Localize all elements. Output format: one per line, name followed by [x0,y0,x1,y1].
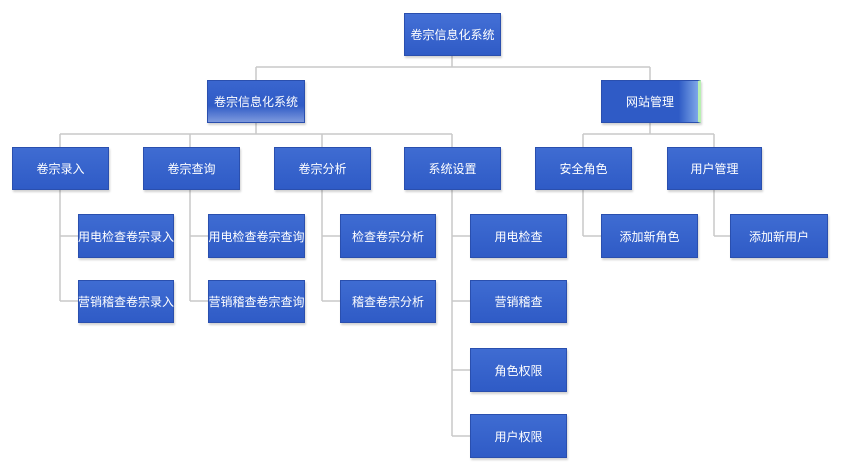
node-label: 卷宗查询 [167,162,216,176]
leaf-node[interactable]: 角色权限 [470,348,567,392]
node-label: 用户权限 [494,429,543,444]
node-label: 卷宗分析 [298,162,347,176]
leaf-node[interactable]: 检查卷宗分析 [340,214,436,258]
branch-node-system[interactable]: 卷宗信息化系统 [207,80,305,123]
node-label: 检查卷宗分析 [351,229,424,244]
node-label: 营销稽查 [494,295,543,309]
node-label: 添加新用户 [748,229,809,244]
node-label: 网站管理 [625,95,674,109]
leaf-node[interactable]: 稽查卷宗分析 [340,280,436,323]
node-label: 用户管理 [690,162,739,176]
node-label: 卷宗录入 [36,162,85,176]
node-security-roles[interactable]: 安全角色 [535,147,632,190]
leaf-node[interactable]: 用电检查卷宗查询 [208,214,305,258]
node-label: 卷宗信息化系统 [410,28,495,42]
node-system-settings[interactable]: 系统设置 [404,147,501,190]
node-user-management[interactable]: 用户管理 [667,147,762,190]
leaf-node[interactable]: 营销稽查卷宗录入 [78,280,174,323]
node-label: 用电检查 [494,229,543,244]
node-label: 稽查卷宗分析 [351,295,424,309]
node-label: 添加新角色 [619,229,680,244]
leaf-node[interactable]: 营销稽查卷宗查询 [208,280,305,323]
node-label: 系统设置 [428,162,477,176]
branch-node-site-admin[interactable]: 网站管理 [601,80,701,123]
leaf-node[interactable]: 添加新角色 [601,214,698,258]
node-label: 角色权限 [494,363,543,378]
node-label: 用电检查卷宗查询 [208,229,305,244]
leaf-node[interactable]: 用电检查 [470,214,567,258]
node-label: 用电检查卷宗录入 [78,229,175,244]
node-label: 安全角色 [559,162,608,176]
leaf-node[interactable]: 营销稽查 [470,280,567,323]
root-node[interactable]: 卷宗信息化系统 [404,13,501,56]
node-dossier-query[interactable]: 卷宗查询 [143,147,240,190]
node-dossier-analysis[interactable]: 卷宗分析 [274,147,371,190]
leaf-node[interactable]: 用户权限 [470,414,567,458]
node-label: 营销稽查卷宗录入 [78,295,175,309]
node-label: 卷宗信息化系统 [213,95,298,109]
node-label: 营销稽查卷宗查询 [208,295,305,309]
leaf-node[interactable]: 用电检查卷宗录入 [78,214,174,258]
node-dossier-entry[interactable]: 卷宗录入 [12,147,109,190]
leaf-node[interactable]: 添加新用户 [730,214,828,258]
